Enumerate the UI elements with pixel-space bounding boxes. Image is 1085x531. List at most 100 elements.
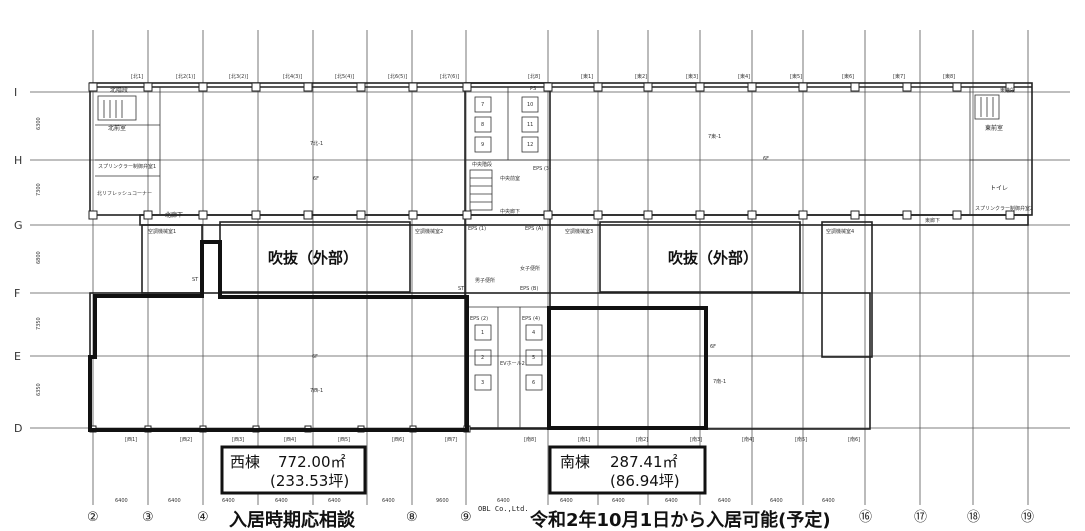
room-label: 東廊下 [925,217,940,224]
column [593,210,603,220]
north-column-labels: [北1] [北2(1)] [北3(2)] [北4(3)] [北5(4)] [北6… [131,73,955,80]
west-wing-area-box[interactable]: 西棟 772.00㎡ (233.53坪) [220,445,367,495]
col-label: ⑰ [914,510,927,525]
col-tag: [西5] [338,437,350,443]
col-tag: [南3] [690,436,702,443]
col-tag: [西2] [180,437,192,443]
room-label: EPS (4) [522,316,540,322]
room-label: 北リフレッシュコーナー [97,190,152,197]
room-label: 北廊下 [165,211,183,219]
column [543,82,553,92]
side-dim: 6300 [36,117,42,130]
room-label: 北前室 [108,124,126,132]
room-label: ST [458,286,465,292]
floor-label: 6F [312,354,318,360]
elevator-number: 3 [481,380,484,386]
room-label: スプリンクラー制御弁室2 [975,205,1033,212]
grid-row-labels: I H G F E D 6300 7300 6800 7350 6350 [14,86,42,435]
col-tag: [南4] [742,436,754,443]
column [747,210,757,220]
column [408,210,418,220]
col-tag: [西1] [125,437,137,443]
column [695,82,705,92]
room-label: 空調機械室3 [565,228,593,235]
column [303,210,313,220]
floor-label: 6F [313,176,319,182]
col-tag: [南5] [795,436,807,443]
company-label: OBL Co.,Ltd. [478,505,529,513]
room-label: 女子便所 [520,265,540,272]
col-label: ③ [142,510,154,525]
room-label: PS [530,86,536,92]
col-tag: [北2(1)] [176,73,195,80]
wing-name: 西棟 [230,453,260,471]
col-tag: [西3] [232,437,244,443]
south-wing-area-box[interactable]: 南棟 287.41㎡ (86.94坪) [548,445,707,495]
col-tag: [北3(2)] [229,73,248,80]
row-label: D [14,422,22,435]
dimension: 6400 [328,498,341,504]
room-label: 空調機械室1 [148,228,176,235]
col-tag: [東3] [686,73,698,80]
column [952,82,962,92]
col-label: ⑧ [406,510,418,525]
zone-label: 7東-1 [708,133,721,140]
col-tag: [東1] [581,73,593,80]
structural-columns [88,82,1015,433]
elevators [474,96,543,391]
room-label: スプリンクラー制御弁室1 [98,163,156,170]
stair-icon [97,94,1000,211]
col-tag: [南2] [636,436,648,443]
room-label: トイレ [990,185,1008,192]
south-wing-availability: 令和2年10月1日から入居可能(予定) [529,509,831,531]
column [198,210,208,220]
column [543,210,553,220]
dimension: 6400 [612,498,625,504]
room-label: EPS (2) [470,316,488,322]
room-label: 空調機械室4 [826,228,854,235]
room-label: 北階段 [110,86,128,94]
dimension: 6400 [222,498,235,504]
row-label: G [14,219,23,232]
column [798,82,808,92]
side-dim: 7350 [36,317,42,330]
room-label: EPS (1) [468,226,486,232]
column [952,210,962,220]
room-label: EPS (B) [520,286,538,292]
col-tag: [東6] [842,73,854,80]
row-label: H [14,154,22,167]
column [593,82,603,92]
elevator-number: 1 [481,330,484,336]
zone-label: 7北-1 [310,140,323,147]
column [850,210,860,220]
west-wing-outline[interactable] [88,240,469,432]
room-label: EVホール2 [500,361,525,367]
dimension: 6400 [275,498,288,504]
col-label: ② [87,510,99,525]
column [88,210,98,220]
west-wing-availability: 入居時期応相談 [229,509,356,531]
column [462,82,472,92]
side-dim: 6350 [36,383,42,396]
south-column-labels: [西1][西2][西3][西4][西5][西6][西7][南8][南1][南2]… [125,436,860,443]
elevator-number: 8 [481,122,484,128]
col-tag: [北1] [131,73,143,80]
room-label: 空調機械室2 [415,228,443,235]
side-dim: 6800 [36,251,42,264]
south-wing-outline[interactable] [547,306,708,430]
elevator-number: 5 [532,355,535,361]
column [1005,210,1015,220]
area-m2: 287.41㎡ [610,453,678,471]
area-tsubo: (233.53坪) [270,472,349,490]
dimension: 6400 [382,498,395,504]
dimension: 9600 [436,498,449,504]
column [850,82,860,92]
elevator-number: 12 [527,142,533,148]
col-tag: [東2] [635,73,647,80]
dimension: 6400 [822,498,835,504]
room-label: 東階段 [1000,87,1015,94]
col-tag: [北6(5)] [388,73,407,80]
col-tag: [北4(3)] [283,73,302,80]
elevator-number: 6 [532,380,535,386]
zone-label: 7西-1 [310,388,323,394]
